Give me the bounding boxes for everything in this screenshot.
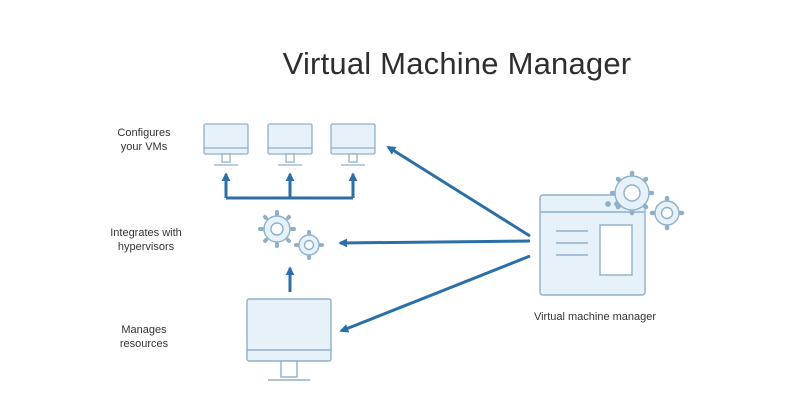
- vm-monitor-icon-2: [267, 123, 313, 166]
- diagram-title: Virtual Machine Manager: [282, 46, 632, 81]
- vmm-gear-icon: [614, 175, 680, 226]
- vm-branch-arrows: [221, 172, 358, 200]
- label-manages-line2: resources: [119, 338, 169, 350]
- label-configures-line1: Configures: [117, 127, 171, 139]
- vm-monitor-icon-1: [203, 123, 249, 166]
- label-integrates: Integrates with hypervisors: [98, 226, 194, 254]
- label-vmm: Virtual machine manager: [533, 311, 657, 323]
- label-integrates-line2: hypervisors: [117, 241, 175, 253]
- vm-monitor-icon-3: [330, 123, 376, 166]
- label-integrates-line1: Integrates with: [110, 227, 182, 239]
- label-configures: Configures your VMs: [104, 126, 184, 154]
- label-manages: Manages resources: [104, 323, 184, 351]
- hypervisor-gear-icon: [263, 215, 320, 256]
- vmm-gear-teeth: [609, 170, 685, 231]
- hypervisor-gear-teeth: [258, 210, 324, 260]
- label-configures-line2: your VMs: [120, 141, 168, 153]
- resources-monitor-icon: [246, 298, 332, 381]
- label-manages-line1: Manages: [121, 324, 167, 336]
- vmm-app-window-icon: [539, 194, 646, 296]
- vmm-arrows: [338, 145, 531, 333]
